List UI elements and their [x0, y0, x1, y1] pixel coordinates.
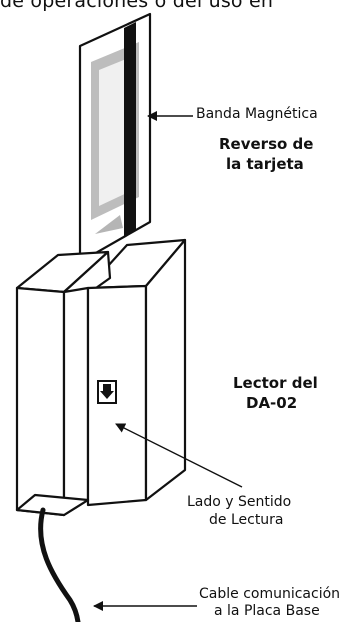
card-triangle — [95, 215, 123, 234]
header-text: de operaciones o del uso en — [0, 0, 274, 12]
cable-label-line1: Cable comunicación — [199, 586, 341, 602]
cable-label-line2: a la Placa Base — [214, 603, 320, 619]
down-arrow-icon — [100, 384, 114, 399]
reader-label-line2: DA-02 — [246, 394, 298, 412]
read-side-label-line2: de Lectura — [209, 512, 284, 528]
card-back-label-line1: Reverso de — [219, 135, 314, 153]
magnetic-stripe-label: Banda Magnética — [196, 106, 318, 122]
magnetic-stripe — [124, 22, 136, 236]
read-side-label-line1: Lado y Sentido — [187, 494, 292, 510]
card-reader — [15, 238, 187, 517]
pointer-arrow-icon — [115, 423, 243, 488]
card-back-label-line2: la tarjeta — [226, 155, 304, 173]
cable — [38, 507, 81, 622]
reader-label-line1: Lector del — [233, 374, 318, 392]
card — [78, 12, 152, 264]
read-direction-box — [97, 380, 117, 404]
